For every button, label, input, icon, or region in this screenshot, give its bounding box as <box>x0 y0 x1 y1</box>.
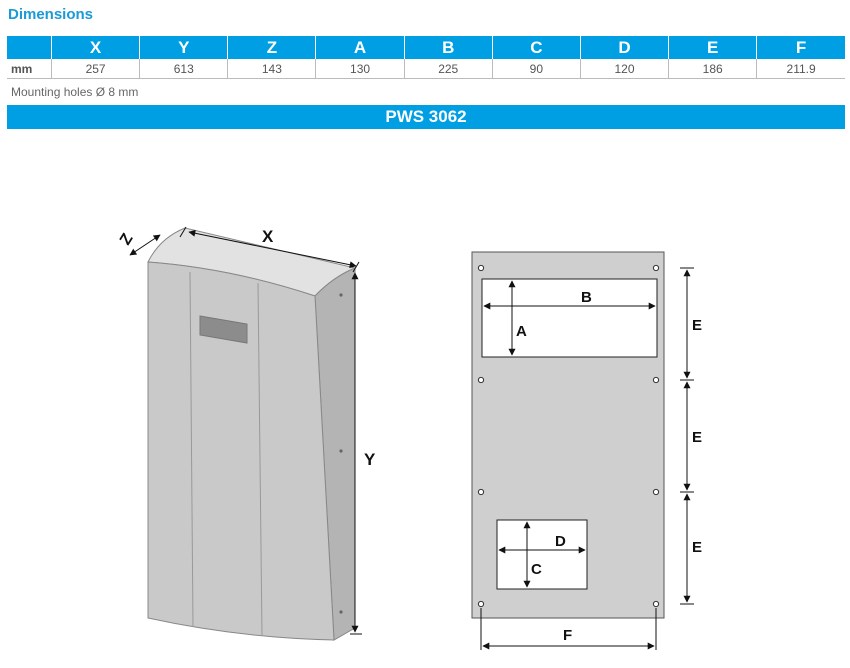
table-header: E <box>668 36 757 59</box>
table-cell: 186 <box>668 59 757 79</box>
table-cell: 143 <box>227 59 316 79</box>
mounting-hole <box>652 376 660 384</box>
e-label: E <box>692 317 702 334</box>
table-header: B <box>403 36 493 59</box>
mounting-hole <box>477 264 485 272</box>
page-title: Dimensions <box>8 6 94 23</box>
y-label: Y <box>364 450 376 469</box>
table-cell: 120 <box>579 59 669 79</box>
unit-label: mm <box>7 59 52 79</box>
table-header-blank <box>7 36 52 59</box>
mounting-hole <box>652 488 660 496</box>
table-header: C <box>491 36 581 59</box>
model-banner: PWS 3062 <box>7 105 845 129</box>
table-header: Y <box>139 36 228 59</box>
mounting-hole <box>477 600 485 608</box>
side-screw <box>339 293 343 297</box>
table-cell: 90 <box>491 59 581 79</box>
b-label: B <box>581 289 592 306</box>
d-label: D <box>555 533 566 550</box>
side-screw <box>339 610 343 614</box>
cabinet-illustration <box>147 227 357 641</box>
c-label: C <box>531 561 542 578</box>
z-label: Z <box>117 231 137 248</box>
mounting-hole <box>477 376 485 384</box>
x-label: X <box>262 227 274 246</box>
cabinet-display <box>199 315 248 344</box>
table-header: Z <box>227 36 316 59</box>
table-header: D <box>579 36 669 59</box>
table-cell: 613 <box>139 59 228 79</box>
table-header: A <box>315 36 405 59</box>
table-cell: 225 <box>403 59 493 79</box>
mounting-panel <box>471 251 665 619</box>
dimensions-table: X Y Z A B C D E F mm 257 613 143 130 225… <box>7 36 845 79</box>
mounting-hole <box>477 488 485 496</box>
z-dimension-line <box>129 234 161 256</box>
mounting-note: Mounting holes Ø 8 mm <box>11 85 139 99</box>
table-row: mm 257 613 143 130 225 90 120 186 211.9 <box>7 59 845 79</box>
a-label: A <box>516 323 527 340</box>
table-cell: 130 <box>315 59 405 79</box>
side-screw <box>339 449 343 453</box>
cabinet-panel-line <box>189 271 194 628</box>
e-label: E <box>692 429 702 446</box>
cabinet-panel-line <box>257 282 263 637</box>
table-cell: 257 <box>50 59 140 79</box>
table-cell: 211.9 <box>756 59 845 79</box>
table-header: X <box>50 36 140 59</box>
cutout-cd <box>496 519 588 590</box>
x-dimension-line <box>188 229 357 269</box>
cutout-ab <box>481 278 658 358</box>
cabinet-front <box>147 261 335 641</box>
table-header: F <box>756 36 845 59</box>
e-label: E <box>692 539 702 556</box>
mounting-hole <box>652 264 660 272</box>
mounting-hole <box>652 600 660 608</box>
table-header-row: X Y Z A B C D E F <box>7 36 845 59</box>
f-label: F <box>563 627 572 644</box>
